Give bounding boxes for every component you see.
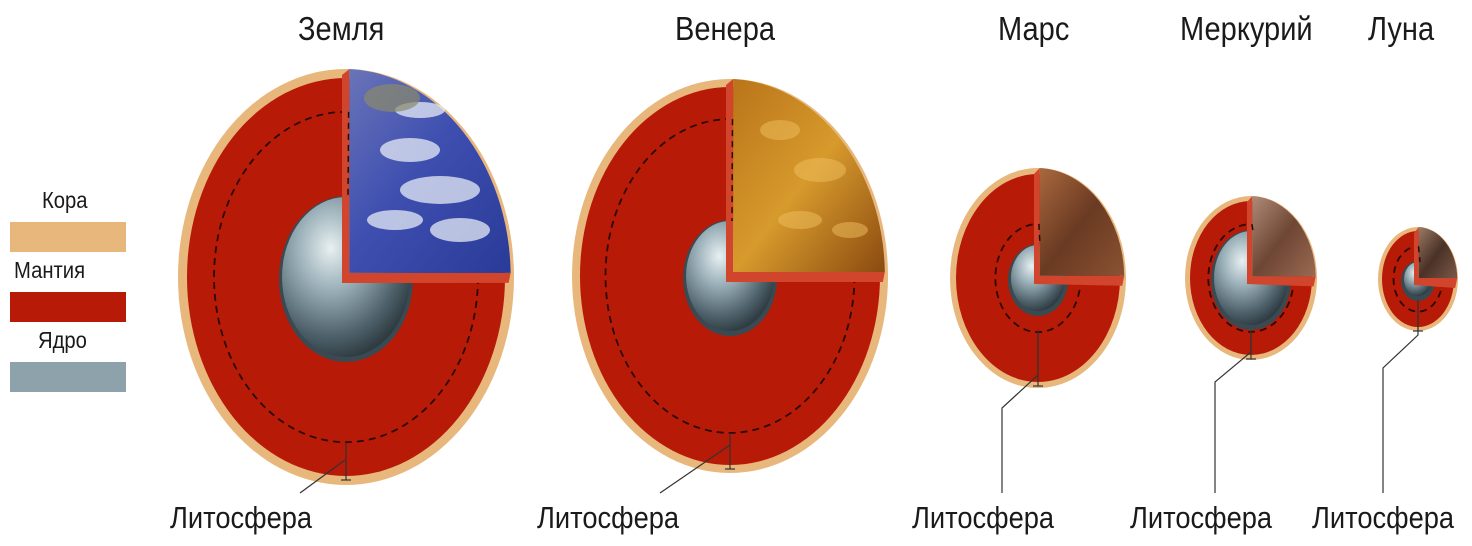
planet-title-earth: Земля [298,10,384,48]
mars-surface [1040,168,1124,276]
legend-label-core: Ядро [38,327,87,354]
lithosphere-label-venus: Литосфера [537,500,679,536]
planet-moon [1378,227,1458,493]
planet-title-moon: Луна [1368,10,1434,48]
lithosphere-label-mars: Литосфера [912,500,1054,536]
earth-land [364,84,420,112]
legend-label-crust: Кора [42,187,88,214]
legend-swatch-mantle [10,292,126,322]
legend-swatch-crust [10,222,126,252]
planet-mercury [1185,196,1317,493]
planet-title-mars: Марс [998,10,1069,48]
lithosphere-label-earth: Литосфера [170,500,312,536]
lithosphere-label-mercury: Литосфера [1130,500,1272,536]
legend-label-mantle: Мантия [14,257,85,284]
planet-earth [178,69,514,493]
planet-title-mercury: Меркурий [1180,10,1313,48]
moon-surface [1419,227,1457,278]
planet-title-venus: Венера [675,10,775,48]
mercury-surface [1252,196,1315,276]
planet-mars [950,168,1126,493]
planet-venus [572,79,888,493]
lithosphere-label-moon: Литосфера [1312,500,1454,536]
legend-swatch-core [10,362,126,392]
